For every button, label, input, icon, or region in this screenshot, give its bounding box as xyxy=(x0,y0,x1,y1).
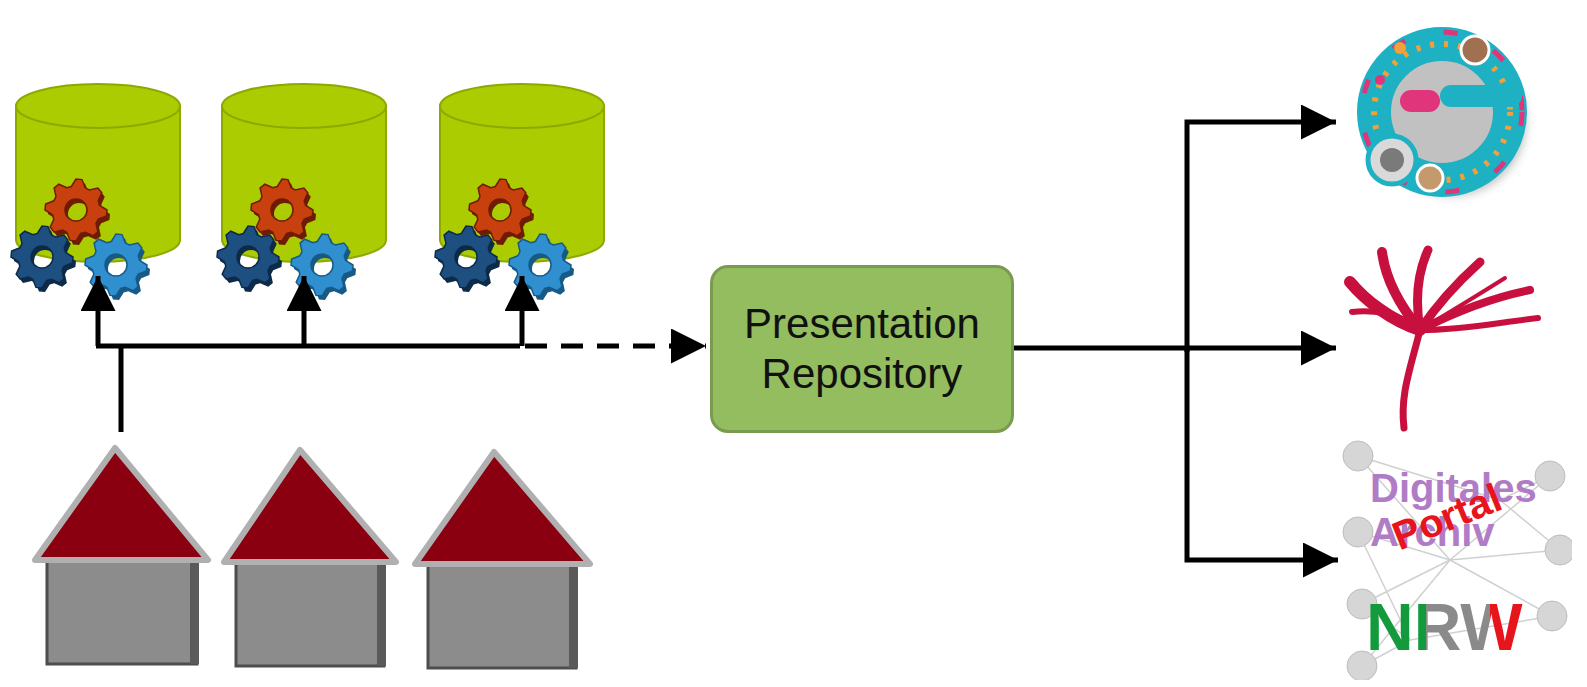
gear-icon xyxy=(217,226,279,288)
logo-text: NRW xyxy=(1366,590,1566,664)
house xyxy=(224,450,396,666)
institution-houses xyxy=(35,448,590,668)
gear-icon xyxy=(291,234,353,296)
gear-icon xyxy=(11,226,73,288)
ingest-arrows xyxy=(96,276,706,432)
house xyxy=(415,452,590,668)
gear-icon xyxy=(469,179,531,241)
connector-arrow xyxy=(1014,348,1338,560)
database-cylinders xyxy=(11,84,604,300)
node-label: Presentation Repository xyxy=(727,299,997,399)
portal-logo: Digitales ArchivPortalNRW xyxy=(1340,440,1572,680)
database-cylinder xyxy=(11,84,180,300)
distribution-arrows xyxy=(1187,122,1336,352)
database-cylinder xyxy=(435,84,604,300)
gear-icon xyxy=(509,234,571,296)
house xyxy=(35,448,208,664)
europeana-logo xyxy=(1362,32,1526,196)
gear-icon xyxy=(435,226,497,288)
ddb-logo xyxy=(1350,250,1538,428)
database-cylinder xyxy=(217,84,386,300)
gear-icon xyxy=(45,179,107,241)
gear-icon xyxy=(85,234,147,296)
process-box: Presentation Repository xyxy=(710,265,1014,433)
gear-icon xyxy=(251,179,313,241)
